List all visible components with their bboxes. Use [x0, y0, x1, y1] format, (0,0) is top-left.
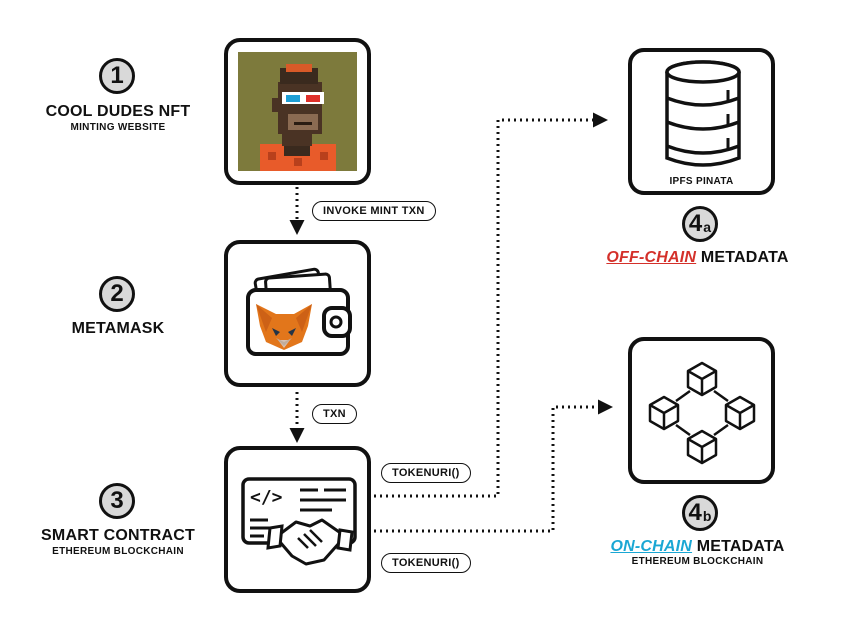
arrow-offchain: [374, 112, 608, 498]
step-subtitle-4b: ETHEREUM BLOCKCHAIN: [631, 556, 764, 567]
onchain-box: [628, 337, 775, 484]
on-chain-highlight: ON-CHAIN: [610, 538, 693, 555]
connector-label-txn: TXN: [312, 404, 357, 424]
ipfs-box: IPFS PINATA: [628, 48, 775, 195]
step-number-badge: 2: [99, 276, 135, 312]
step-title-4a: OFF-CHAIN METADATA: [606, 249, 789, 266]
step-title-4b: ON-CHAIN METADATA: [610, 538, 785, 555]
nft-image-box: [224, 38, 371, 185]
pixel-ape-nft-icon: [238, 52, 357, 171]
database-icon: [665, 60, 741, 167]
connector-label-tokenuri: TOKENURI(): [381, 553, 471, 573]
step-subtitle: MINTING WEBSITE: [70, 122, 166, 133]
step-title: COOL DUDES NFT: [45, 103, 191, 120]
blockchain-cubes-icon: [648, 361, 756, 465]
step-number-badge: 3: [99, 483, 135, 519]
step-title: METAMASK: [71, 320, 165, 337]
step-number-badge: 1: [99, 58, 135, 94]
metamask-wallet-icon: [246, 267, 352, 356]
arrow-onchain: [374, 399, 613, 533]
metamask-box: [224, 240, 371, 387]
connector-label-tokenuri: TOKENURI(): [381, 463, 471, 483]
off-chain-highlight: OFF-CHAIN: [606, 249, 697, 266]
svg-text:</>: </>: [250, 487, 283, 508]
connector-label-invoke: INVOKE MINT TXN: [312, 201, 436, 221]
step-subtitle: ETHEREUM BLOCKCHAIN: [52, 546, 184, 557]
smart-contract-box: </>: [224, 446, 371, 593]
contract-handshake-icon: </>: [241, 477, 357, 566]
step-title: SMART CONTRACT: [41, 527, 195, 544]
ipfs-label: IPFS PINATA: [669, 176, 734, 187]
